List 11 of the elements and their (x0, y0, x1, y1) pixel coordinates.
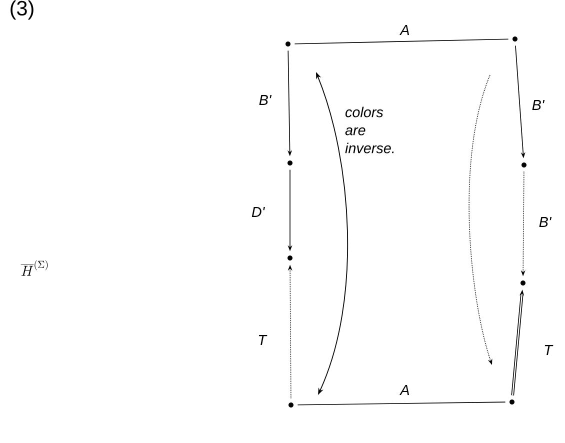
math-label: $\overline{H}^{(\Sigma)}$ (20, 260, 48, 276)
edge-label: B' (259, 95, 272, 105)
edge-label: A (400, 385, 410, 395)
edge-label: T (258, 335, 268, 345)
edge-label: D' (252, 207, 265, 217)
panel-number: (3) (10, 0, 34, 20)
edge-label: A (400, 25, 410, 35)
edge-label: T (544, 345, 554, 355)
note-text: colors are inverse. (345, 106, 394, 154)
edge-label: B' (539, 217, 552, 227)
edge-label: B' (532, 100, 545, 110)
